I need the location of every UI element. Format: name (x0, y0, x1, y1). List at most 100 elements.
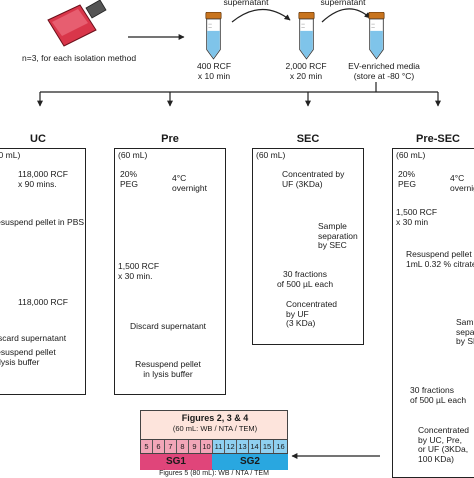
text-line: 4°C (172, 173, 187, 183)
sg2-label: SG2 (212, 454, 288, 470)
sec-separation: Sample separation by SEC (318, 221, 358, 251)
pre-spin: 1,500 RCF x 30 min. (118, 261, 160, 281)
fraction-number: 7 (165, 440, 177, 453)
text-line: separation (318, 230, 358, 241)
method-header-uc: UC (30, 133, 46, 145)
subgroup-row: SG1 SG2 (140, 454, 288, 470)
text-line: 1mL 0.32 % citrate (406, 258, 474, 269)
pre-incubate: 4°C overnight (172, 173, 207, 193)
pre-panel (114, 148, 226, 395)
text-line: 400 RCF (196, 61, 232, 71)
text-line: overnight (172, 182, 207, 193)
text-line: (store at -80 °C) (353, 70, 415, 81)
text-line: by UC, Pre, (418, 434, 462, 445)
text-line: x 30 min. (118, 270, 153, 281)
presec-peg: 20% PEG (398, 169, 416, 189)
text-line: PEG (120, 178, 138, 189)
text-line: by SEC (318, 240, 347, 251)
sg1-fraction-band (141, 440, 213, 453)
fraction-number: 14 (249, 440, 261, 453)
text-line: PEG (398, 178, 416, 189)
tube-label-400: 400 RCF x 10 min (196, 61, 232, 81)
flow-arrow (321, 8, 371, 23)
pre-discard: Discard supernatant (129, 321, 207, 331)
sec-concentrate-2: Concentrated by UF (3 KDa) (286, 299, 338, 329)
sg1-label: SG1 (140, 454, 212, 470)
uc-step-discard: Discard supernatant (0, 333, 67, 343)
uc-step-ultracentrifuge: 118,000 RCF x 90 mins. (18, 169, 68, 189)
text-line: Resuspend pellet (406, 249, 472, 259)
tube-icon (298, 12, 315, 60)
fraction-number: 11 (213, 440, 225, 453)
sec-panel (252, 148, 364, 345)
uc-step-ultracentrifuge-2: 118,000 RCF (18, 297, 68, 307)
arrow-label: supernatant (223, 0, 269, 7)
fraction-number: 5 (141, 440, 153, 453)
tube-icon (368, 12, 385, 60)
presec-spin: 1,500 RCF x 30 min (396, 207, 437, 227)
cell-culture-flask-icon (47, 0, 107, 47)
text-line: Concentrated (286, 299, 338, 309)
text-line: 1,500 RCF (118, 261, 160, 271)
method-header-presec: Pre-SEC (415, 133, 461, 145)
text-line: 30 fractions (283, 269, 327, 279)
text-line: overnight (450, 182, 474, 193)
flow-arrow (231, 8, 291, 23)
text-line: separation (456, 326, 474, 337)
presec-incubate: 4°C overnight (450, 173, 474, 193)
presec-separation: Sample separation by SEC (456, 317, 474, 347)
uc-panel (0, 148, 86, 395)
text-line: 20% (120, 169, 138, 179)
text-line: Concentrated (418, 425, 470, 435)
presec-fractions: 30 fractions of 500 µL each (410, 385, 467, 405)
text-line: 2,000 RCF (285, 61, 327, 71)
text-line: Sample (456, 317, 474, 327)
tube-label-ev-media: EV-enriched media (store at -80 °C) (348, 61, 420, 81)
text-line: UF (3KDa) (282, 178, 323, 189)
figures-header-box: Figures 2, 3 & 4 (60 mL: WB / NTA / TEM) (140, 410, 288, 440)
presec-resuspend: Resuspend pellet 1mL 0.32 % citrate (406, 249, 474, 269)
method-header-sec: SEC (296, 133, 320, 145)
fraction-number: 8 (177, 440, 189, 453)
text-line: x 30 min (396, 216, 429, 227)
replicate-note: n=3, for each isolation method (22, 53, 137, 63)
fraction-number: 12 (225, 440, 237, 453)
text-line: Sample (318, 221, 347, 231)
presec-volume: (60 mL) (396, 150, 426, 160)
fraction-number: 10 (201, 440, 213, 453)
sg2-fraction-band (213, 440, 287, 453)
fraction-number: 9 (189, 440, 201, 453)
text-line: 30 fractions (410, 385, 454, 395)
sec-concentrate: Concentrated by UF (3KDa) (282, 169, 345, 189)
fraction-number: 16 (276, 442, 285, 451)
fraction-number: 6 (153, 440, 165, 453)
presec-panel (392, 148, 474, 478)
text-line: 4°C (450, 173, 465, 183)
text-line: Resuspend pellet (135, 359, 201, 369)
branch-lines (37, 82, 441, 107)
text-line: Concentrated by (282, 169, 345, 179)
text-line: 20% (398, 169, 416, 179)
text-line: x 10 min (197, 70, 231, 81)
fraction-number-row: 5 6 7 8 9 10 11 12 13 14 15 16 (140, 440, 288, 454)
text-line: Resuspend pellet (0, 347, 56, 357)
method-header-pre: Pre (161, 133, 179, 145)
fraction-number: 15 (261, 440, 274, 453)
arrow-label: supernatant (320, 0, 366, 7)
pre-peg: 20% PEG (120, 169, 138, 189)
presec-concentrate: Concentrated by UC, Pre, or UF (3KDa, 10… (418, 425, 470, 464)
text-line: x 90 mins. (18, 178, 57, 189)
uc-volume: (60 mL) (0, 150, 21, 160)
fraction-number: 13 (237, 440, 249, 453)
figures-title: Figures 2, 3 & 4 (181, 413, 249, 423)
uc-step-resuspend-pbs: Resuspend pellet in PBS (0, 217, 85, 227)
pre-resuspend: Resuspend pellet in lysis buffer (135, 359, 201, 379)
text-line: 118,000 RCF (18, 169, 68, 179)
tube-icon (205, 12, 222, 60)
text-line: by SEC (456, 336, 474, 347)
sec-fractions: 30 fractions of 500 µL each (277, 269, 333, 289)
text-line: or UF (3KDa, (418, 444, 469, 455)
text-line: 100 KDa) (418, 453, 454, 464)
pre-volume: (60 mL) (118, 150, 148, 160)
text-line: of 500 µL each (410, 394, 467, 405)
